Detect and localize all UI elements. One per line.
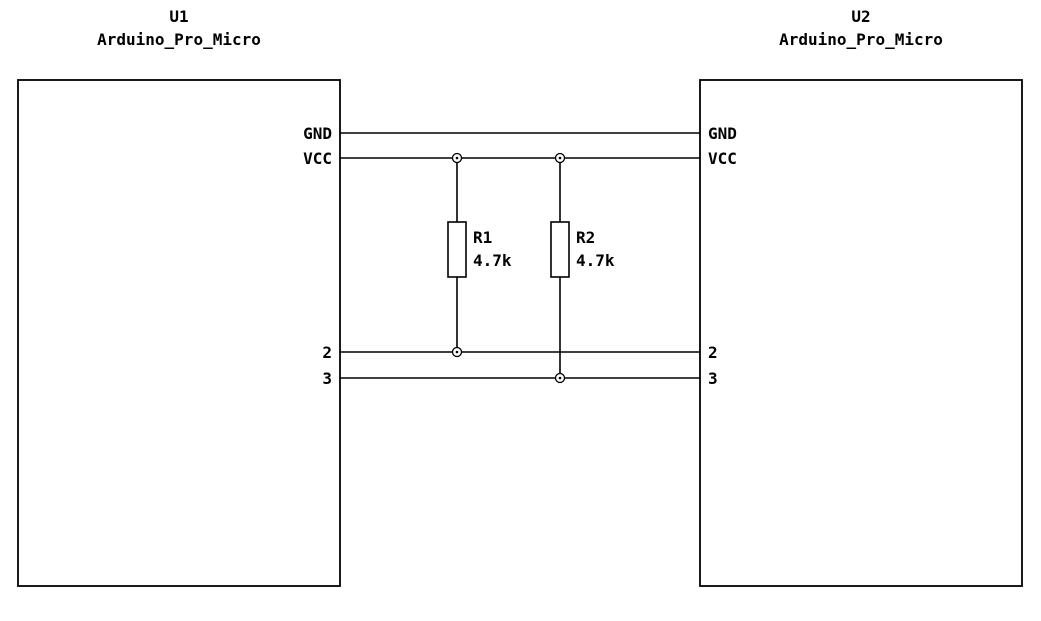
- u1-reference: U1: [169, 7, 188, 26]
- junction-center-dot: [455, 350, 459, 354]
- junction-r2-vcc: [554, 152, 566, 164]
- u1-pin-2-label: 2: [322, 343, 332, 362]
- component-r2: R2 4.7k: [550, 157, 615, 379]
- component-u1: U1 Arduino_Pro_Micro GND VCC 2 3: [17, 7, 341, 587]
- junctions: [451, 152, 566, 384]
- u1-pin-gnd-label: GND: [303, 124, 332, 143]
- u2-body: [699, 79, 1023, 587]
- r1-reference: R1: [473, 228, 492, 247]
- wires: [339, 132, 701, 379]
- u1-body: [17, 79, 341, 587]
- u2-pin-3-label: 3: [708, 369, 718, 388]
- u2-pin-vcc-label: VCC: [708, 149, 737, 168]
- u2-reference: U2: [851, 7, 870, 26]
- r1-body: [447, 221, 467, 278]
- junction-r1-vcc: [451, 152, 463, 164]
- u2-pin-2-label: 2: [708, 343, 718, 362]
- r2-reference: R2: [576, 228, 595, 247]
- junction-r1-line2: [451, 346, 463, 358]
- junction-center-dot: [558, 376, 562, 380]
- component-u2: U2 Arduino_Pro_Micro GND VCC 2 3: [699, 7, 1023, 587]
- r1-value: 4.7k: [473, 251, 512, 270]
- u1-value: Arduino_Pro_Micro: [97, 30, 261, 49]
- u1-pin-3-label: 3: [322, 369, 332, 388]
- u2-pin-gnd-label: GND: [708, 124, 737, 143]
- junction-r2-line3: [554, 372, 566, 384]
- junction-center-dot: [558, 156, 562, 160]
- r2-value: 4.7k: [576, 251, 615, 270]
- component-r1: R1 4.7k: [447, 157, 512, 353]
- u1-pin-vcc-label: VCC: [303, 149, 332, 168]
- u2-value: Arduino_Pro_Micro: [779, 30, 943, 49]
- junction-center-dot: [455, 156, 459, 160]
- r2-body: [550, 221, 570, 278]
